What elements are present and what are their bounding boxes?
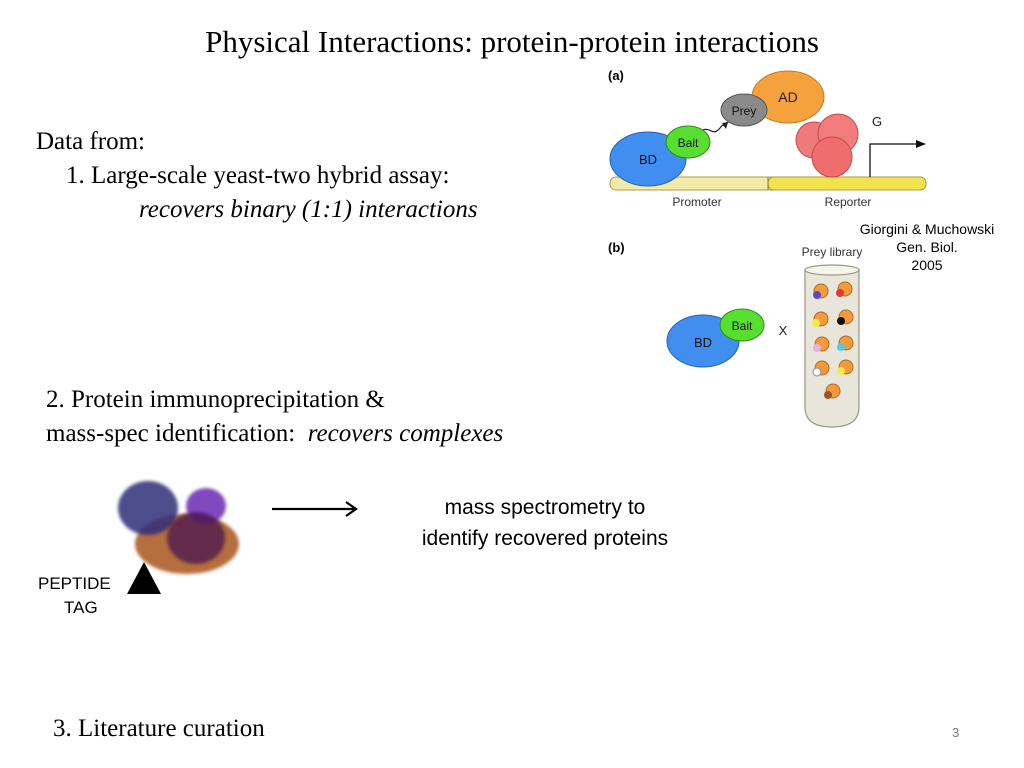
page-number: 3: [952, 725, 960, 740]
promoter-label: Promoter: [672, 195, 721, 209]
peptide-tag-label-line2: TAG: [64, 598, 98, 617]
bait-protein: [665, 125, 711, 159]
ip-ms-prefix: mass-spec identification:: [46, 420, 296, 447]
gene-g-label: G: [872, 114, 882, 129]
yeast-two-hybrid-figure: (a) Promoter Reporter G AD Prey BD Bait …: [608, 68, 995, 428]
prey-label: Prey: [732, 104, 757, 118]
prey-library-label: Prey library: [802, 245, 863, 259]
y2h-detail: recovers binary (1:1) interactions: [139, 196, 478, 223]
peptide-tag-marker: [127, 562, 161, 594]
ms-caption: mass spectrometry to identify recovered …: [380, 492, 710, 554]
bait-label: Bait: [678, 136, 699, 150]
protein-complex-diagram: [118, 481, 239, 594]
prey-library-tube: [804, 269, 860, 428]
ip-ms-result: recovers complexes: [307, 420, 504, 447]
ad-label: AD: [778, 89, 797, 105]
right-arrow-icon: [272, 501, 358, 517]
transcription-arrow: [869, 143, 920, 177]
ip-ms-line2: mass-spec identification: recovers compl…: [46, 420, 503, 448]
panel-a-label: (a): [608, 68, 624, 83]
slide-title: Physical Interactions: protein-protein i…: [205, 24, 819, 59]
panel-b-label: (b): [608, 240, 625, 255]
complex-protein-dark: [167, 512, 225, 564]
reporter-label: Reporter: [825, 195, 872, 209]
ms-caption-line2: identify recovered proteins: [421, 527, 669, 550]
citation-authors: Giorgini & Muchowski: [860, 221, 995, 237]
citation-year: 2005: [911, 257, 942, 273]
peptide-tag-label-line1: PEPTIDE: [38, 574, 111, 593]
x-label: X: [779, 323, 788, 338]
bd-label-b: BD: [694, 335, 712, 350]
bait-protein-b: [719, 308, 765, 342]
reporter-dna-bar: [767, 176, 927, 191]
prey-protein: [720, 93, 768, 127]
prey-library-clones: [812, 281, 854, 399]
citation-journal: Gen. Biol.: [896, 239, 957, 255]
data-from-heading: Data from:: [36, 128, 145, 155]
complex-protein-navy: [118, 481, 178, 535]
ip-ms-line1: 2. Protein immunoprecipitation &: [46, 386, 385, 413]
literature-curation-item: 3. Literature curation: [53, 715, 265, 742]
bd-label: BD: [639, 152, 657, 167]
y2h-item: 1. Large-scale yeast-two hybrid assay:: [66, 162, 450, 189]
reporter-product: [811, 136, 853, 178]
bait-label-b: Bait: [732, 319, 753, 333]
ms-caption-line1: mass spectrometry to: [444, 496, 646, 519]
